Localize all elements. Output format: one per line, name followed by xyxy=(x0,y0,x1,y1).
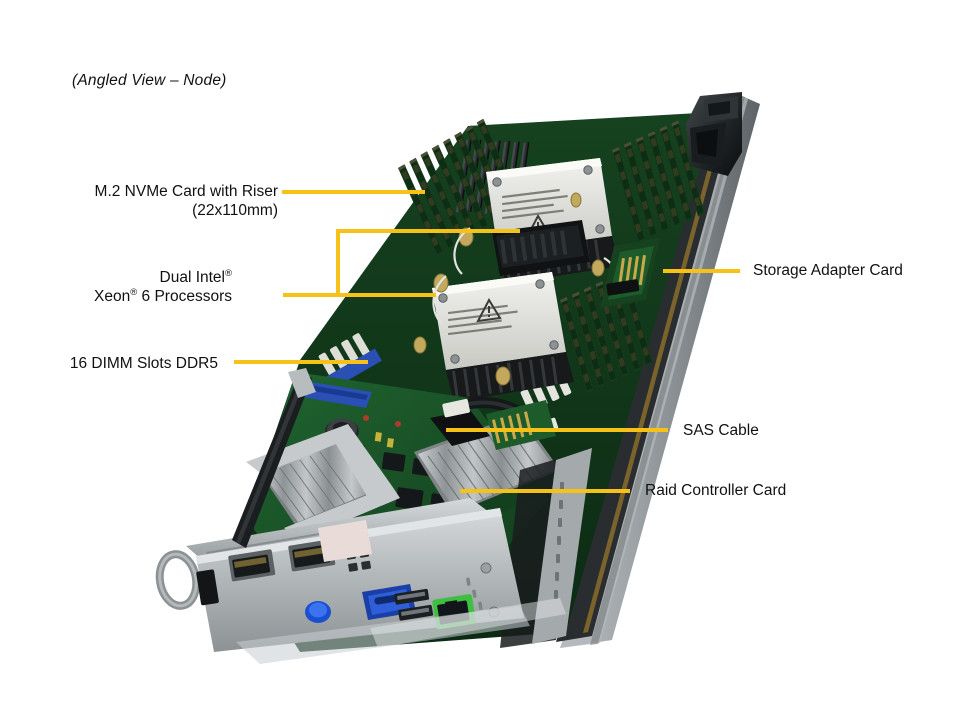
uid-button-blue[interactable] xyxy=(305,601,331,623)
front-io-panel xyxy=(155,498,566,664)
pull-handle-ring[interactable] xyxy=(155,550,201,610)
pcie-connector-strip-blue xyxy=(296,380,372,408)
chassis-right-sidewall-edge xyxy=(590,96,745,645)
raid-controller-card-label: Raid Controller Card xyxy=(645,482,787,499)
front-finned-heatsink xyxy=(246,424,400,540)
faceplate-vents xyxy=(466,577,483,610)
m2-nvme-card-callout: M.2 NVMe Card with Riser (22x110mm) xyxy=(0,182,278,220)
left-edge-bracket xyxy=(288,368,316,398)
network-port-cage-1[interactable] xyxy=(228,549,276,582)
rear-connector-block xyxy=(686,92,742,176)
raid-controller-card-callout: Raid Controller Card xyxy=(645,481,786,500)
storage-adapter-card xyxy=(600,238,660,308)
dual-cpu-label-line2: Xeon® 6 Processors xyxy=(94,286,232,305)
dimm-slots-callout: 16 DIMM Slots DDR5 xyxy=(0,354,218,373)
chassis-top-rail-gold-trace xyxy=(583,116,726,633)
front-latch-tab[interactable] xyxy=(196,569,219,606)
view-caption: (Angled View – Node) xyxy=(72,72,227,89)
registered-trademark-icon: ® xyxy=(225,267,232,279)
storage-adapter-card-callout: Storage Adapter Card xyxy=(753,261,903,280)
node-sled-body xyxy=(155,92,760,664)
chassis-left-rail-highlight xyxy=(236,376,306,544)
m2-nvme-card-label-line2: (22x110mm) xyxy=(192,202,278,219)
usb-ports[interactable] xyxy=(394,588,434,621)
m2-nvme-card-label-line1: M.2 NVMe Card with Riser xyxy=(94,183,278,200)
dual-cpu-label-line1: Dual Intel® xyxy=(159,267,232,286)
sas-cable-label: SAS Cable xyxy=(683,422,759,439)
registered-trademark-icon: ® xyxy=(130,286,138,298)
storage-adapter-card-label: Storage Adapter Card xyxy=(753,262,903,279)
cpu2-warning-triangle-icon xyxy=(476,297,502,323)
dual-intel-xeon-processors-callout: Dual Intel® Xeon® 6 Processors xyxy=(0,268,232,306)
sas-cable-callout: SAS Cable xyxy=(683,421,759,440)
dimm-slots-label: 16 DIMM Slots DDR5 xyxy=(69,355,218,372)
retention-bracket xyxy=(318,520,372,562)
